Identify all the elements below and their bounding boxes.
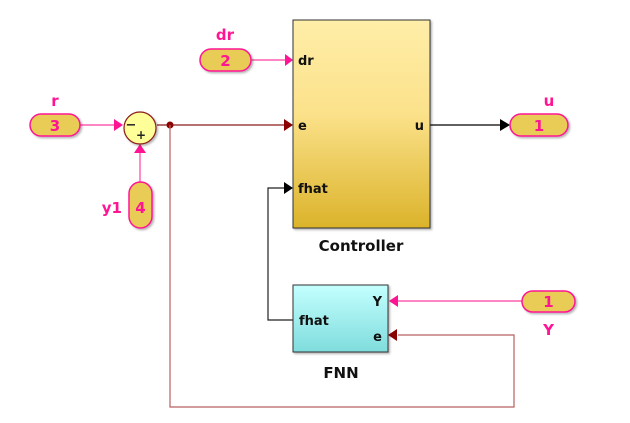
arrow-Y xyxy=(389,295,398,307)
arrow-e xyxy=(284,119,293,131)
sum-sign-minus: − xyxy=(126,118,137,133)
inport-dr[interactable]: 2 xyxy=(199,48,252,72)
inport-Y-number: 1 xyxy=(543,293,553,311)
sum-block[interactable]: − + xyxy=(123,111,157,145)
inport-r-label: r xyxy=(51,92,59,110)
controller-port-dr: dr xyxy=(298,54,314,69)
controller-port-u: u xyxy=(415,119,424,134)
controller-port-e: e xyxy=(298,119,307,134)
outport-u-number: 1 xyxy=(534,117,544,135)
inport-y1[interactable]: 4 xyxy=(128,181,153,229)
inport-r-number: 3 xyxy=(50,117,60,135)
fnn-block-name: FNN xyxy=(323,364,358,382)
fnn-block[interactable]: fhat Y e xyxy=(292,284,389,353)
inport-r[interactable]: 3 xyxy=(29,113,81,137)
wire-fhat[interactable] xyxy=(267,187,293,321)
arrow-dr xyxy=(285,54,293,66)
inport-Y[interactable]: 1 xyxy=(521,290,576,313)
controller-block-name: Controller xyxy=(319,237,404,255)
controller-block[interactable]: dr e fhat u xyxy=(292,19,431,229)
arrow-fnn-e xyxy=(388,329,397,341)
inport-dr-label: dr xyxy=(216,26,235,44)
outport-u-label: u xyxy=(544,92,555,110)
fnn-port-Y: Y xyxy=(372,295,383,310)
inport-y1-label: y1 xyxy=(102,199,122,217)
fnn-port-e: e xyxy=(373,330,382,345)
inport-dr-number: 2 xyxy=(220,52,230,70)
inport-y1-number: 4 xyxy=(135,199,145,217)
arrow-fhat xyxy=(284,182,293,194)
sum-sign-plus: + xyxy=(136,128,146,142)
inport-Y-label: Y xyxy=(542,321,555,339)
fnn-port-fhat: fhat xyxy=(299,314,329,329)
controller-port-fhat: fhat xyxy=(298,182,328,197)
outport-u[interactable]: 1 xyxy=(509,113,569,137)
arrow-y1 xyxy=(134,144,146,153)
arrow-r xyxy=(114,119,123,131)
arrow-u xyxy=(500,119,510,131)
wire-e-feedback[interactable] xyxy=(169,125,515,408)
